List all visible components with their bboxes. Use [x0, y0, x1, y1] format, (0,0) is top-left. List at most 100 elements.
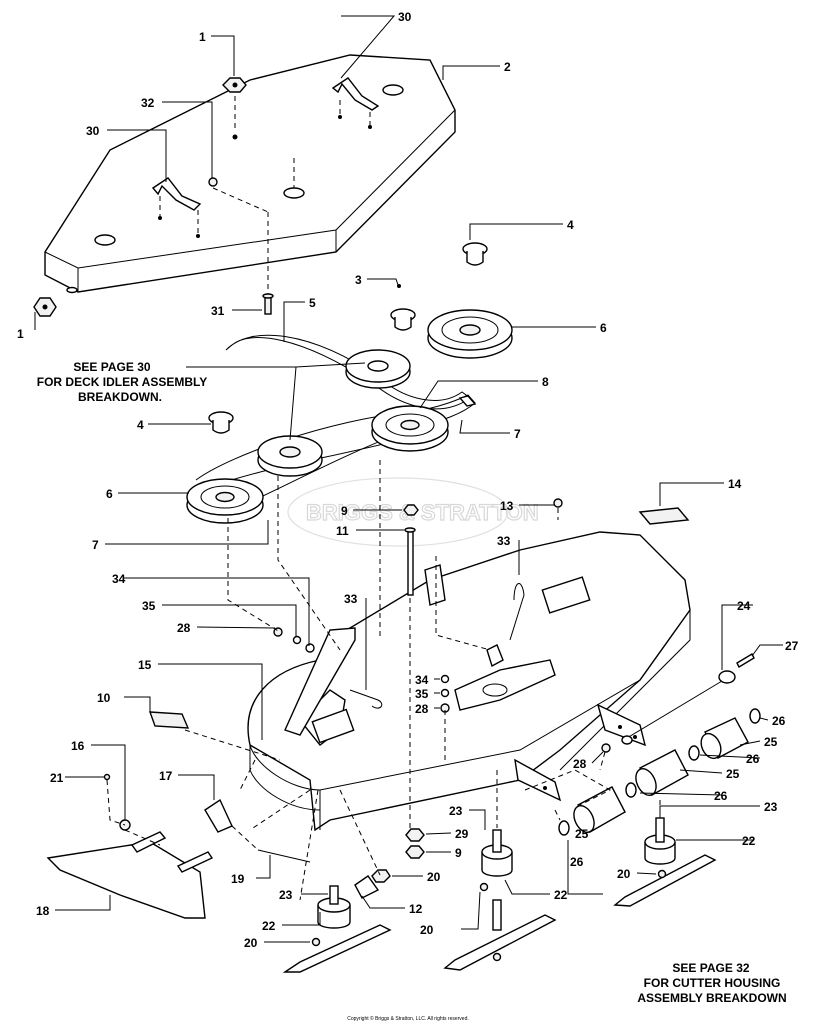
callout-26: 26	[746, 752, 760, 766]
callout-25: 25	[726, 767, 740, 781]
knob-part-1-bottom	[33, 297, 57, 317]
knob-part-1-top	[222, 77, 247, 93]
spindle-part-22-right	[644, 817, 676, 865]
callout-14: 14	[728, 477, 742, 491]
note-cutter-housing-line-1: SEE PAGE 32	[672, 961, 749, 975]
callout-26: 26	[772, 714, 786, 728]
chute-hinge-right	[176, 851, 214, 873]
callout-28: 28	[573, 757, 587, 771]
callout-5: 5	[309, 296, 316, 310]
callout-8: 8	[542, 375, 549, 389]
bracket-part-30-left	[151, 177, 202, 211]
callout-30: 30	[398, 10, 412, 24]
spindle-mount-center	[454, 659, 556, 711]
callout-1: 1	[199, 30, 206, 44]
callout-7: 7	[92, 538, 99, 552]
callout-3: 3	[355, 273, 362, 287]
side-bracket-lower	[514, 758, 562, 802]
bolt-part-21	[103, 773, 111, 781]
idler-pulley-center	[257, 435, 323, 477]
callout-15: 15	[138, 658, 152, 672]
bracket-rear-center	[486, 644, 504, 668]
callout-1: 1	[17, 327, 24, 341]
callout-29: 29	[455, 827, 469, 841]
roller-part-25-top	[700, 717, 749, 760]
callout-20: 20	[427, 870, 441, 884]
anti-scalp-arm	[284, 627, 356, 736]
note-cutter-housing: SEE PAGE 32 FOR CUTTER HOUSING ASSEMBLY …	[637, 961, 786, 1005]
chute-part-18	[46, 841, 206, 919]
callout-6: 6	[600, 321, 607, 335]
callout-13: 13	[500, 499, 514, 513]
spring-part-17	[204, 798, 233, 833]
callout-2: 2	[504, 60, 511, 74]
callout-25: 25	[764, 735, 778, 749]
callout-28: 28	[415, 702, 429, 716]
callout-32: 32	[141, 96, 155, 110]
spindle-part-22-center	[481, 829, 513, 931]
watermark: BRIGGS & STRATTON	[287, 477, 539, 547]
callout-11: 11	[336, 524, 349, 538]
callout-35: 35	[142, 599, 156, 613]
washer-part-34-center	[440, 674, 450, 684]
callout-23: 23	[764, 800, 778, 814]
callout-26: 26	[570, 855, 584, 869]
nut-part-9-top	[403, 504, 419, 516]
bracket-part-30-right	[331, 77, 380, 111]
nut-part-28-right	[601, 743, 611, 753]
callout-6: 6	[106, 487, 113, 501]
callout-25: 25	[575, 827, 589, 841]
callout-31: 31	[211, 304, 225, 318]
callout-22: 22	[742, 834, 756, 848]
callout-20: 20	[244, 936, 258, 950]
deck-cover	[44, 54, 456, 294]
rod-part-33-right	[509, 583, 525, 641]
note-deck-idler-line-3: BREAKDOWN.	[78, 390, 162, 404]
callout-35: 35	[415, 687, 429, 701]
callout-12: 12	[409, 902, 423, 916]
roller-part-25-bottom	[573, 786, 626, 833]
callout-33: 33	[497, 534, 511, 548]
callout-9: 9	[341, 504, 348, 518]
nut-center-spindle-bottom	[492, 952, 502, 962]
bolt-part-13	[553, 498, 563, 520]
decal-part-10	[148, 711, 190, 729]
blade-right	[613, 854, 717, 907]
washer-part-35-center	[440, 688, 450, 698]
callout-9: 9	[455, 846, 462, 860]
decal-part-12	[354, 875, 380, 899]
watermark-text: BRIGGS & STRATTON	[306, 500, 539, 525]
nut-part-20-right	[657, 869, 667, 879]
callout-34: 34	[112, 572, 126, 586]
callout-7: 7	[514, 427, 521, 441]
callout-18: 18	[36, 904, 50, 918]
callout-28: 28	[177, 621, 191, 635]
callout-4: 4	[567, 218, 574, 232]
callout-23: 23	[449, 804, 463, 818]
bolt-part-31	[262, 293, 274, 315]
note-deck-idler-line-2: FOR DECK IDLER ASSEMBLY	[37, 375, 207, 389]
chute-hinge-left	[130, 831, 167, 853]
spindle-mount-right	[541, 576, 591, 614]
note-cutter-housing-line-2: FOR CUTTER HOUSING	[644, 976, 781, 990]
rod-part-33-left	[349, 689, 383, 709]
pulley-part-6-left	[186, 478, 264, 524]
roller-part-25-mid	[635, 749, 689, 796]
washer-part-20-center	[479, 882, 489, 892]
callout-20: 20	[617, 867, 631, 881]
callout-17: 17	[159, 769, 173, 783]
axle-part-24	[621, 670, 736, 745]
idler-pulley-part-8	[371, 405, 449, 452]
washer-part-34-left	[305, 643, 315, 653]
blade-center	[443, 914, 557, 971]
washer-part-26-c	[625, 782, 637, 798]
callout-20: 20	[420, 923, 434, 937]
washer-part-26-d	[558, 820, 570, 836]
spacer-part-4-left	[208, 411, 234, 434]
callout-24: 24	[737, 599, 751, 613]
callout-26: 26	[714, 789, 728, 803]
side-bracket-upper	[596, 703, 647, 747]
note-cutter-housing-line-3: ASSEMBLY BREAKDOWN	[637, 991, 786, 1005]
nut-part-20-left	[311, 937, 321, 947]
